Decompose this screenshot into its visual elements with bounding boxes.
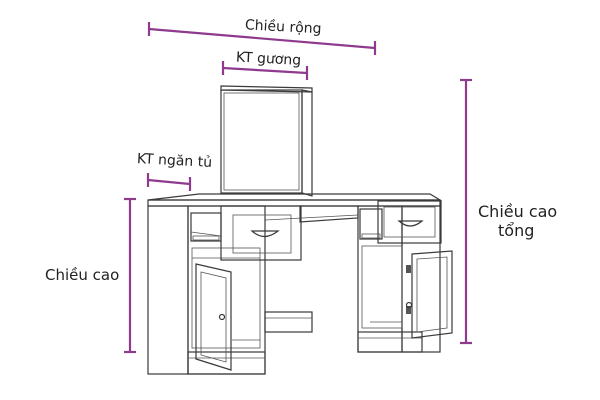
left-drawer-front[interactable] [220, 205, 302, 261]
center-apron-line [264, 214, 359, 221]
left-drawer-box [190, 212, 222, 242]
center-foot-panel [264, 311, 313, 333]
right-cabinet [357, 200, 453, 353]
left-drawer-rail [190, 231, 222, 237]
right-drawer-inset [383, 206, 436, 238]
right-cabinet-interior [361, 245, 403, 329]
right-cabinet-plinth [357, 331, 423, 353]
left-door-panel [195, 263, 232, 371]
mirror-side [301, 89, 313, 197]
width-dimension-line [148, 27, 376, 50]
center-apron [299, 205, 359, 223]
left-cabinet-plinth [187, 351, 266, 375]
mirror [220, 85, 313, 197]
right-cabinet-side [401, 205, 441, 353]
mirror-dimension-line [222, 66, 308, 75]
drawer-dimension [146, 173, 192, 191]
right-drawer-box [359, 208, 383, 240]
left-drawer-inset [232, 214, 292, 254]
drawer-dimension-line [147, 178, 191, 186]
total-height-label-line1: Chiều cao [478, 202, 557, 221]
mirror-size-label: KT gương [236, 49, 302, 68]
height-dimension [124, 197, 136, 354]
drawer-handle-icon [397, 220, 424, 227]
total-height-label-line2: tổng [498, 221, 534, 240]
right-drawer-runner [361, 233, 381, 239]
total-height-dimension [460, 78, 472, 345]
drawer-handle-icon [250, 230, 280, 238]
dimension-labels: Chiều rộng KT gương KT ngăn tủ Chiều cao… [45, 16, 557, 284]
left-drawer-runner [192, 235, 220, 241]
right-drawer-panel [377, 200, 442, 244]
width-label: Chiều rộng [245, 16, 322, 37]
hinge-icon [406, 265, 411, 273]
left-cabinet-side [147, 205, 189, 375]
right-door-panel [411, 250, 453, 339]
table-top-surface [147, 193, 443, 201]
dimension-lines [124, 22, 472, 354]
center-panel [264, 205, 359, 333]
left-door-inset [200, 271, 227, 363]
dressing-table [147, 85, 453, 375]
right-cabinet-body [357, 205, 403, 353]
right-door[interactable] [405, 250, 453, 339]
hinge-icon [406, 306, 411, 314]
door-knob-icon [405, 301, 413, 309]
mirror-dimension [221, 61, 309, 80]
drawer-size-label: KT ngăn tủ [137, 151, 213, 171]
door-knob-icon [218, 313, 226, 321]
height-label: Chiều cao [45, 266, 119, 284]
left-door[interactable] [195, 263, 232, 371]
width-dimension [147, 22, 377, 55]
mirror-frame [220, 89, 303, 194]
mirror-top-edge [220, 85, 313, 93]
left-cabinet [147, 205, 302, 375]
right-drawer-front[interactable] [377, 200, 442, 244]
left-drawer-panel [220, 205, 302, 261]
table-top [147, 193, 443, 207]
right-door-inset [416, 256, 448, 333]
mirror-glass [223, 92, 300, 191]
